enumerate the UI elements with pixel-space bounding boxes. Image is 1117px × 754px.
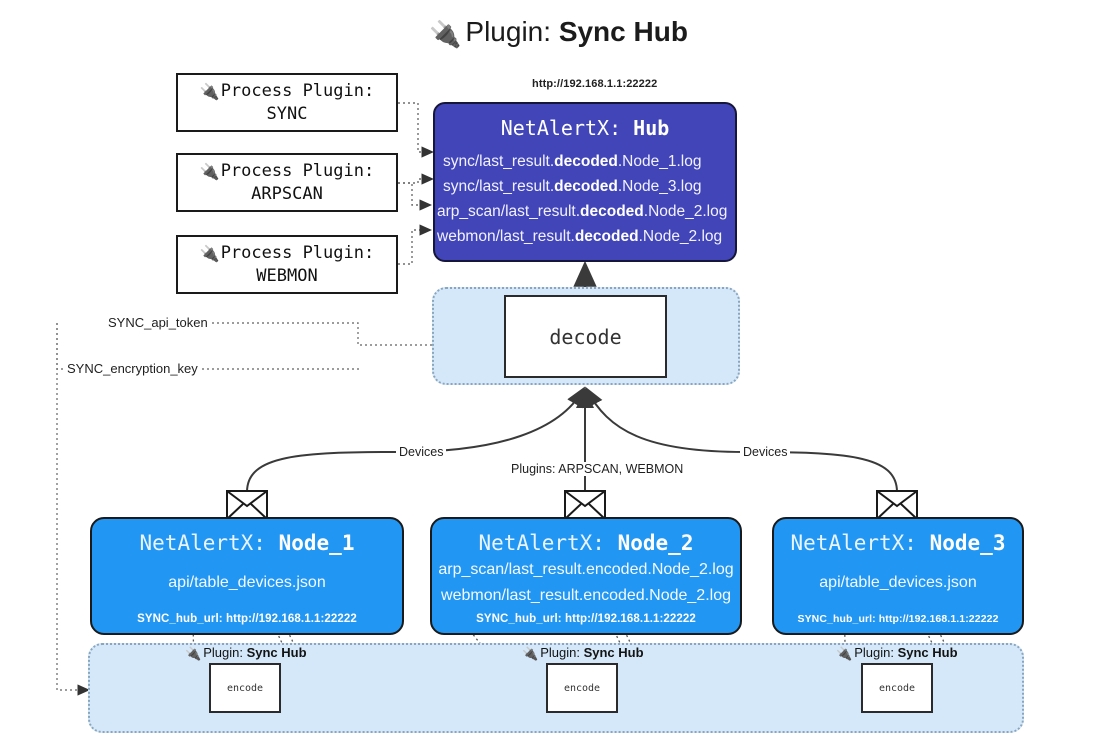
node-title-name: Node_1 bbox=[278, 531, 355, 555]
secret-label-encryption-key: SYNC_encryption_key bbox=[63, 361, 202, 376]
node-title: NetAlertX: Node_1 bbox=[140, 531, 355, 555]
hub-box[interactable]: NetAlertX: Hub sync/last_result.decoded.… bbox=[433, 102, 737, 262]
process-plugin-name: WEBMON bbox=[256, 265, 318, 286]
hub-title-prefix: NetAlertX: bbox=[500, 116, 622, 140]
page-title-prefix: Plugin: bbox=[465, 16, 552, 47]
node-row: api/table_devices.json bbox=[819, 574, 977, 592]
node-title-prefix: NetAlertX: bbox=[478, 531, 605, 555]
process-plugin-sync[interactable]: 🔌Process Plugin: SYNC bbox=[176, 73, 398, 132]
process-plugin-label: Process Plugin: bbox=[220, 242, 375, 263]
plug-icon: 🔌 bbox=[185, 646, 202, 661]
node-title: NetAlertX: Node_3 bbox=[791, 531, 1006, 555]
encoder-plugin-label-2: 🔌Plugin: Sync Hub bbox=[522, 645, 644, 661]
node-rows: arp_scan/last_result.encoded.Node_2.log … bbox=[432, 553, 740, 613]
encoder-plugin-label-1: 🔌Plugin: Sync Hub bbox=[185, 645, 307, 661]
plug-icon: 🔌 bbox=[199, 81, 220, 101]
node-title-name: Node_2 bbox=[617, 531, 694, 555]
node-footer: SYNC_hub_url: http://192.168.1.1:22222 bbox=[137, 613, 357, 625]
node-row: arp_scan/last_result.encoded.Node_2.log bbox=[438, 561, 734, 579]
node-title: NetAlertX: Node_2 bbox=[479, 531, 694, 555]
node-box-node-3[interactable]: NetAlertX: Node_3 api/table_devices.json… bbox=[772, 517, 1024, 635]
plug-icon: 🔌 bbox=[199, 243, 220, 263]
node-row: webmon/last_result.encoded.Node_2.log bbox=[441, 587, 731, 604]
edge-label-devices-right: Devices bbox=[740, 445, 791, 459]
page-title: 🔌Plugin: Sync Hub bbox=[0, 16, 1117, 50]
secret-label-api-token: SYNC_api_token bbox=[104, 315, 212, 330]
hub-log-line: webmon/last_result.decoded.Node_2.log bbox=[437, 228, 723, 246]
node-box-node-2[interactable]: NetAlertX: Node_2 arp_scan/last_result.e… bbox=[430, 517, 742, 635]
process-plugin-webmon[interactable]: 🔌Process Plugin: WEBMON bbox=[176, 235, 398, 294]
process-plugin-name: SYNC bbox=[266, 103, 308, 124]
encode-box-node-1[interactable]: encode bbox=[209, 663, 281, 713]
node-title-prefix: NetAlertX: bbox=[139, 531, 266, 555]
node-row: api/table_devices.json bbox=[168, 574, 326, 592]
hub-log-line: arp_scan/last_result.decoded.Node_2.log bbox=[437, 203, 728, 221]
node-footer: SYNC_hub_url: http://192.168.1.1:22222 bbox=[476, 613, 696, 625]
envelope-icon bbox=[876, 490, 918, 520]
node-footer: SYNC_hub_url: http://192.168.1.1:22222 bbox=[797, 613, 999, 625]
encode-box-node-3[interactable]: encode bbox=[861, 663, 933, 713]
node-rows: api/table_devices.json bbox=[92, 553, 402, 613]
process-plugin-name: ARPSCAN bbox=[251, 183, 323, 204]
hub-title-name: Hub bbox=[633, 116, 670, 140]
node-title-prefix: NetAlertX: bbox=[790, 531, 917, 555]
encode-box-node-2[interactable]: encode bbox=[546, 663, 618, 713]
plug-icon: 🔌 bbox=[522, 646, 539, 661]
hub-title: NetAlertX: Hub bbox=[501, 116, 670, 140]
node-box-node-1[interactable]: NetAlertX: Node_1 api/table_devices.json… bbox=[90, 517, 404, 635]
encoder-plugin-label-3: 🔌Plugin: Sync Hub bbox=[836, 645, 958, 661]
edge-label-plugins-center: Plugins: ARPSCAN, WEBMON bbox=[508, 462, 687, 476]
page-title-name: Sync Hub bbox=[558, 16, 688, 47]
decode-box[interactable]: decode bbox=[504, 295, 667, 378]
node-rows: api/table_devices.json bbox=[774, 553, 1022, 613]
process-plugin-arpscan[interactable]: 🔌Process Plugin: ARPSCAN bbox=[176, 153, 398, 212]
hub-log-line: sync/last_result.decoded.Node_3.log bbox=[443, 178, 702, 196]
process-plugin-label: Process Plugin: bbox=[220, 160, 375, 181]
process-plugin-label: Process Plugin: bbox=[220, 80, 375, 101]
hub-log-line: sync/last_result.decoded.Node_1.log bbox=[443, 153, 702, 170]
plug-icon: 🔌 bbox=[199, 161, 220, 181]
hub-url-label: http://192.168.1.1:22222 bbox=[532, 78, 658, 90]
plug-icon: 🔌 bbox=[836, 646, 853, 661]
envelope-icon bbox=[564, 490, 606, 520]
envelope-icon bbox=[226, 490, 268, 520]
plug-icon: 🔌 bbox=[429, 19, 462, 49]
node-title-name: Node_3 bbox=[929, 531, 1006, 555]
edge-label-devices-left: Devices bbox=[396, 445, 447, 459]
